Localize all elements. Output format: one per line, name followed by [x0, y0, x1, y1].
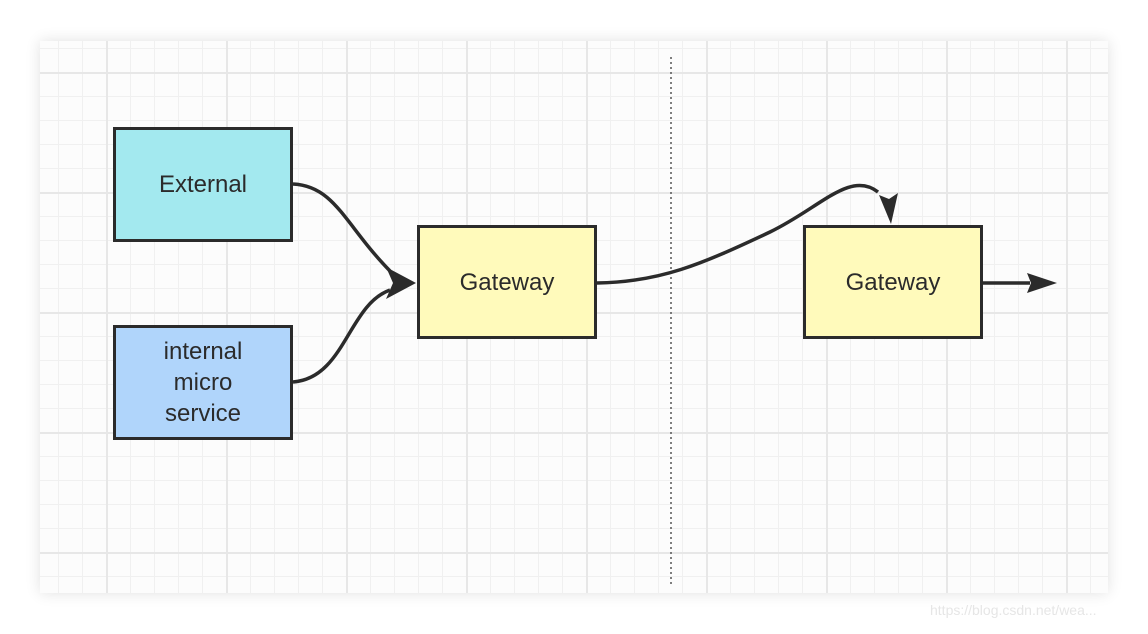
arrowhead-right-icon: [1027, 273, 1057, 293]
external-node-label: External: [158, 171, 248, 198]
arrowhead-down-icon: [879, 193, 898, 224]
gateway-node-left[interactable]: Gateway: [417, 225, 597, 339]
watermark-text: https://blog.csdn.net/wea...: [930, 602, 1097, 618]
internal-node-label-line-3: service: [164, 400, 242, 427]
connector-internal-to-gateway: [292, 288, 391, 384]
internal-micro-service-node[interactable]: internal micro service: [113, 325, 293, 440]
arrowhead-into-gateway-icon: [386, 267, 416, 299]
connector-gateway-to-gateway: [596, 183, 880, 285]
connector-external-to-gateway: [292, 182, 392, 273]
external-node[interactable]: External: [113, 127, 293, 242]
internal-node-label-line-1: internal: [163, 338, 243, 365]
gateway-left-label: Gateway: [459, 268, 555, 296]
gateway-right-label: Gateway: [845, 268, 941, 296]
gateway-node-right[interactable]: Gateway: [803, 225, 983, 339]
internal-node-label-line-2: micro: [173, 369, 233, 396]
